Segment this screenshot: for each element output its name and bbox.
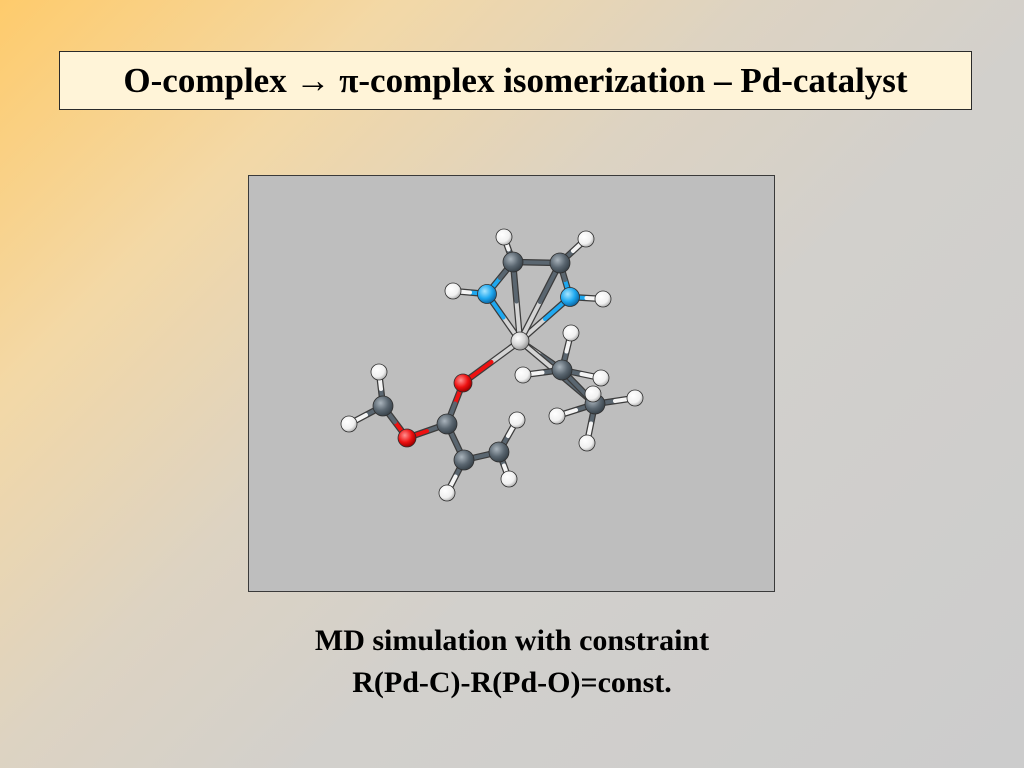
hydrogen-atom [495,228,513,246]
hydrogen-atom [577,230,595,248]
slide-title: O-complex → π-complex isomerization – Pd… [59,51,972,110]
hydrogen-atom [578,434,596,452]
hydrogen-atom [340,415,358,433]
hydrogen-atom [594,290,612,308]
md-simulation-panel [248,175,775,592]
hydrogen-atom [514,366,532,384]
oxygen-atom [397,428,417,448]
nitrogen-atom [477,284,497,304]
carbon-atom [488,441,510,463]
atom-group [340,228,644,502]
hydrogen-atom [370,363,388,381]
carbon-atom [502,251,524,273]
caption-line-1: MD simulation with constraint [314,624,710,657]
bond [516,259,564,345]
hydrogen-atom [548,407,566,425]
hydrogen-atom [626,389,644,407]
hydrogen-atom [562,324,580,342]
carbon-atom [551,359,573,381]
hydrogen-atom [592,369,610,387]
hydrogen-atom [508,411,526,429]
hydrogen-atom [438,484,456,502]
molecule-model [340,228,644,502]
hydrogen-atom [500,470,518,488]
oxygen-atom [453,373,473,393]
carbon-atom [372,395,394,417]
carbon-atom [453,449,475,471]
palladium-atom [510,331,530,351]
carbon-atom [549,252,571,274]
hydrogen-atom [444,282,462,300]
carbon-atom [436,413,458,435]
bond [459,337,524,387]
bond [516,293,574,345]
hydrogen-atom [584,385,602,403]
nitrogen-atom [560,287,580,307]
caption-line-2: R(Pd-C)-R(Pd-O)=const. [352,666,672,699]
